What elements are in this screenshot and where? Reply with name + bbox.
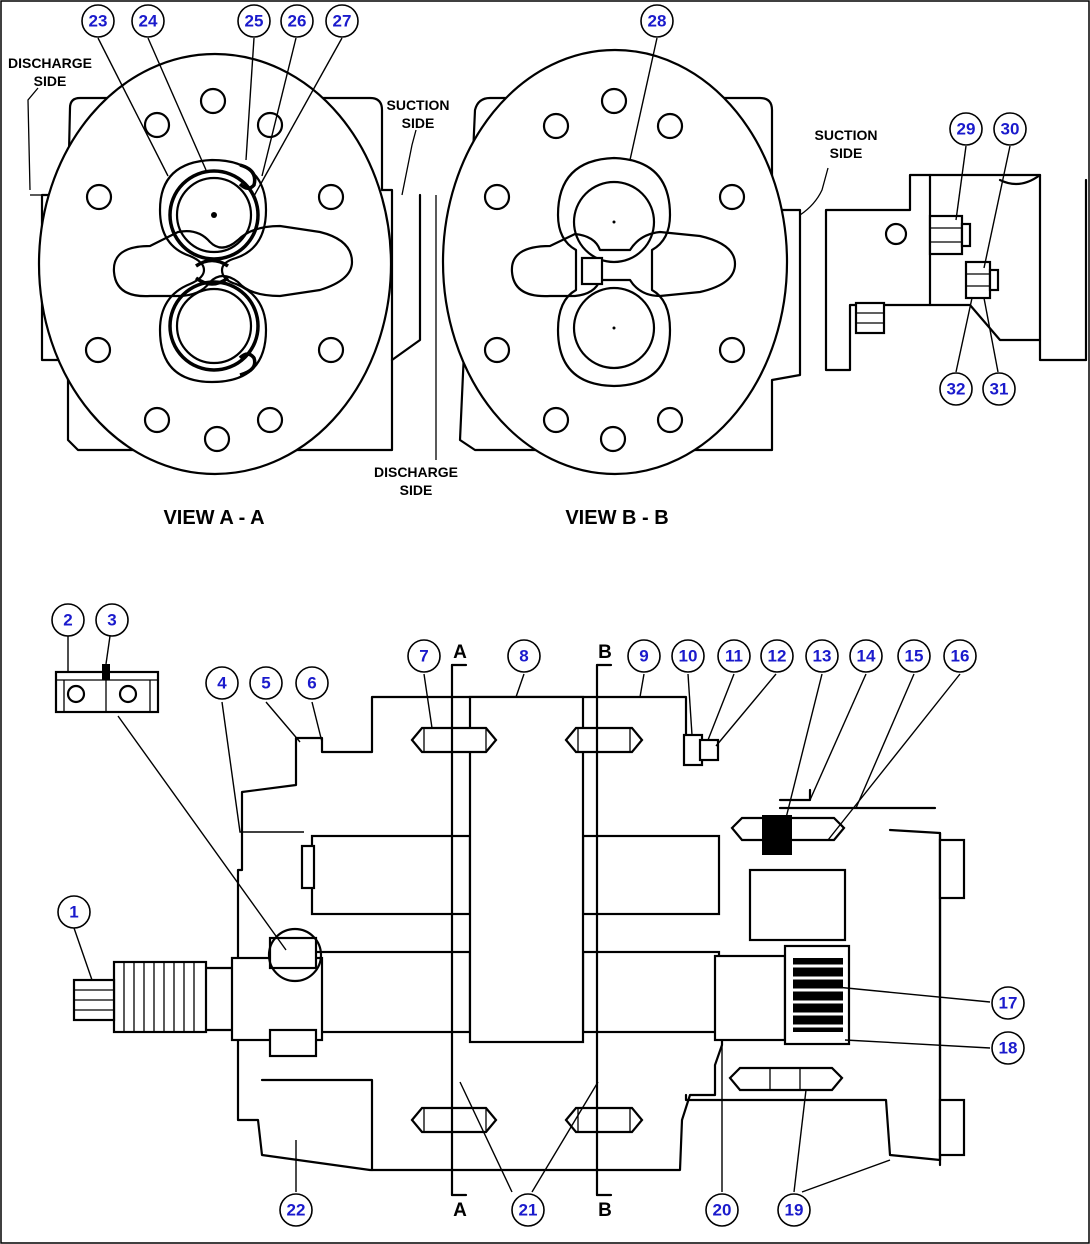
suction-a-label-2: SIDE bbox=[402, 115, 435, 131]
svg-text:1: 1 bbox=[69, 903, 78, 922]
section-view-drawing bbox=[72, 663, 966, 1197]
callout-21: 21 bbox=[511, 1193, 545, 1227]
callout-3: 3 bbox=[95, 603, 129, 637]
view-b-title: VIEW B - B bbox=[565, 507, 668, 529]
callout-25: 25 bbox=[237, 4, 271, 38]
callout-12: 12 bbox=[760, 639, 794, 673]
leader-lines bbox=[67, 37, 1011, 1193]
callout-17: 17 bbox=[991, 986, 1025, 1020]
svg-text:22: 22 bbox=[287, 1201, 306, 1220]
section-b-bottom-label: B bbox=[598, 1200, 612, 1221]
callout-27: 27 bbox=[325, 4, 359, 38]
svg-text:4: 4 bbox=[217, 674, 227, 693]
svg-text:25: 25 bbox=[245, 12, 264, 31]
suction-b-label-1: SUCTION bbox=[815, 127, 878, 143]
callout-28: 28 bbox=[640, 4, 674, 38]
callout-29: 29 bbox=[949, 112, 983, 146]
callout-30: 30 bbox=[993, 112, 1027, 146]
svg-text:24: 24 bbox=[139, 12, 158, 31]
text-labels: DISCHARGE SIDE SUCTION SIDE DISCHARGE SI… bbox=[8, 55, 878, 1221]
callout-15: 15 bbox=[897, 639, 931, 673]
seal-detail-drawing bbox=[54, 664, 160, 714]
svg-text:17: 17 bbox=[999, 994, 1018, 1013]
svg-text:6: 6 bbox=[307, 674, 316, 693]
svg-text:12: 12 bbox=[768, 647, 787, 666]
callout-19: 19 bbox=[777, 1193, 811, 1227]
callout-11: 11 bbox=[717, 639, 751, 673]
svg-text:30: 30 bbox=[1001, 120, 1020, 139]
callout-20: 20 bbox=[705, 1193, 739, 1227]
svg-text:14: 14 bbox=[857, 647, 876, 666]
svg-text:31: 31 bbox=[990, 380, 1009, 399]
callout-5: 5 bbox=[249, 666, 283, 700]
view-a-drawing bbox=[27, 52, 437, 476]
svg-text:7: 7 bbox=[419, 647, 428, 666]
svg-text:3: 3 bbox=[107, 611, 116, 630]
section-a-top-label: A bbox=[453, 642, 467, 663]
svg-text:8: 8 bbox=[519, 647, 528, 666]
callout-9: 9 bbox=[627, 639, 661, 673]
callout-18: 18 bbox=[991, 1031, 1025, 1065]
svg-text:11: 11 bbox=[725, 647, 743, 666]
discharge-b-label-1: DISCHARGE bbox=[374, 464, 458, 480]
view-a-title: VIEW A - A bbox=[163, 507, 264, 529]
discharge-a-label-1: DISCHARGE bbox=[8, 55, 92, 71]
callout-13: 13 bbox=[805, 639, 839, 673]
svg-text:18: 18 bbox=[999, 1039, 1018, 1058]
callout-23: 23 bbox=[81, 4, 115, 38]
discharge-b-label-2: SIDE bbox=[400, 482, 433, 498]
callout-2: 2 bbox=[51, 603, 85, 637]
svg-text:9: 9 bbox=[639, 647, 648, 666]
callout-6: 6 bbox=[295, 666, 329, 700]
callout-10: 10 bbox=[671, 639, 705, 673]
svg-text:5: 5 bbox=[261, 674, 270, 693]
discharge-a-label-2: SIDE bbox=[34, 73, 67, 89]
callout-7: 7 bbox=[407, 639, 441, 673]
svg-text:21: 21 bbox=[519, 1201, 538, 1220]
suction-b-label-2: SIDE bbox=[830, 145, 863, 161]
callout-1: 1 bbox=[57, 895, 91, 929]
callout-26: 26 bbox=[280, 4, 314, 38]
callout-14: 14 bbox=[849, 639, 883, 673]
section-b-top-label: B bbox=[598, 642, 612, 663]
svg-text:23: 23 bbox=[89, 12, 108, 31]
svg-text:29: 29 bbox=[957, 120, 976, 139]
section-a-bottom-label: A bbox=[453, 1200, 467, 1221]
side-detail-drawing bbox=[824, 173, 1088, 372]
svg-text:26: 26 bbox=[288, 12, 307, 31]
callout-4: 4 bbox=[205, 666, 239, 700]
svg-text:2: 2 bbox=[63, 611, 72, 630]
svg-text:20: 20 bbox=[713, 1201, 732, 1220]
callout-8: 8 bbox=[507, 639, 541, 673]
svg-text:13: 13 bbox=[813, 647, 832, 666]
callout-22: 22 bbox=[279, 1193, 313, 1227]
svg-text:16: 16 bbox=[951, 647, 970, 666]
svg-text:32: 32 bbox=[947, 380, 966, 399]
svg-text:19: 19 bbox=[785, 1201, 804, 1220]
callout-32: 32 bbox=[939, 372, 973, 406]
svg-text:10: 10 bbox=[679, 647, 698, 666]
svg-text:27: 27 bbox=[333, 12, 352, 31]
callout-31: 31 bbox=[982, 372, 1016, 406]
suction-a-label-1: SUCTION bbox=[387, 97, 450, 113]
callout-16: 16 bbox=[943, 639, 977, 673]
callout-24: 24 bbox=[131, 4, 165, 38]
svg-text:15: 15 bbox=[905, 647, 924, 666]
view-b-drawing bbox=[441, 48, 829, 476]
svg-text:28: 28 bbox=[648, 12, 667, 31]
